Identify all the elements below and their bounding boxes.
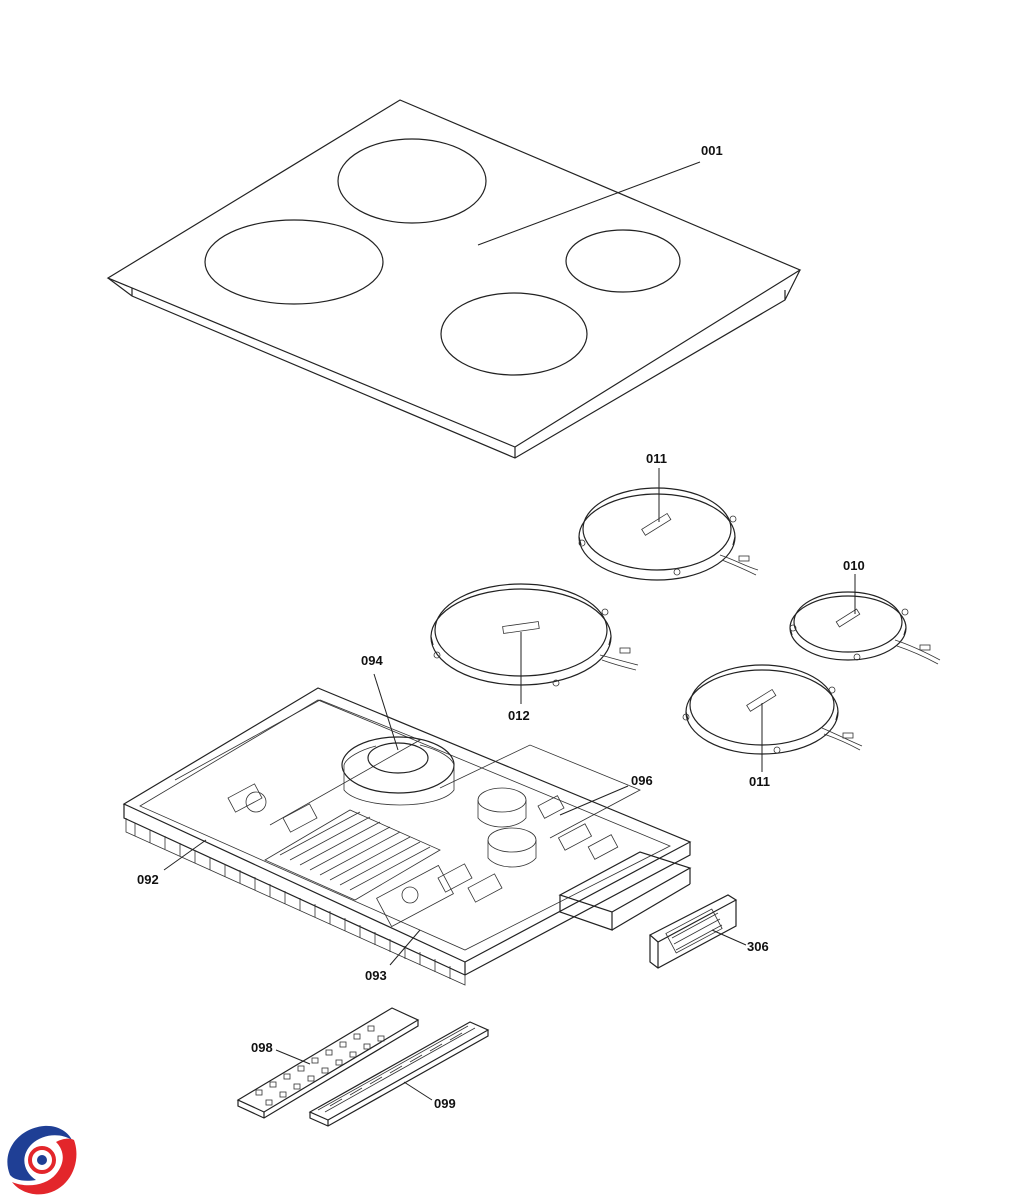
induction-coil-rear-right-part[interactable] xyxy=(578,487,759,581)
rear-right-zone xyxy=(565,229,681,293)
label-093: 093 xyxy=(365,968,387,983)
control-board-keys xyxy=(255,1025,385,1106)
power-board-part[interactable] xyxy=(227,783,619,903)
label-096: 096 xyxy=(631,773,653,788)
control-board-part[interactable] xyxy=(236,1007,420,1119)
hob-glass-part[interactable] xyxy=(106,99,802,459)
front-left-zone xyxy=(204,219,384,305)
front-right-zone xyxy=(440,292,588,376)
induction-coil-front-right-part[interactable] xyxy=(682,664,863,755)
label-011-front: 011 xyxy=(749,774,770,789)
label-001: 001 xyxy=(701,143,723,158)
rear-left-zone xyxy=(337,138,487,224)
label-010: 010 xyxy=(843,558,865,573)
label-099: 099 xyxy=(434,1096,456,1111)
induction-coil-small-part[interactable] xyxy=(789,591,941,665)
label-012: 012 xyxy=(508,708,530,723)
label-098: 098 xyxy=(251,1040,273,1055)
control-board-holder-part[interactable] xyxy=(308,1021,490,1127)
label-092: 092 xyxy=(137,872,159,887)
label-306: 306 xyxy=(747,939,769,954)
base-housing-part[interactable] xyxy=(122,687,692,986)
base-ribs xyxy=(134,823,451,979)
brand-swirl-logo-icon xyxy=(7,1125,77,1195)
label-094: 094 xyxy=(361,653,383,668)
heatsink-board-part[interactable] xyxy=(264,809,454,928)
part-labels: 001 011 010 012 011 094 096 092 093 306 … xyxy=(137,143,865,1111)
cooling-fan-part[interactable] xyxy=(341,736,455,806)
connector-cover-part[interactable] xyxy=(648,894,738,969)
induction-coil-large-part[interactable] xyxy=(430,583,639,687)
label-011-rear: 011 xyxy=(646,451,667,466)
